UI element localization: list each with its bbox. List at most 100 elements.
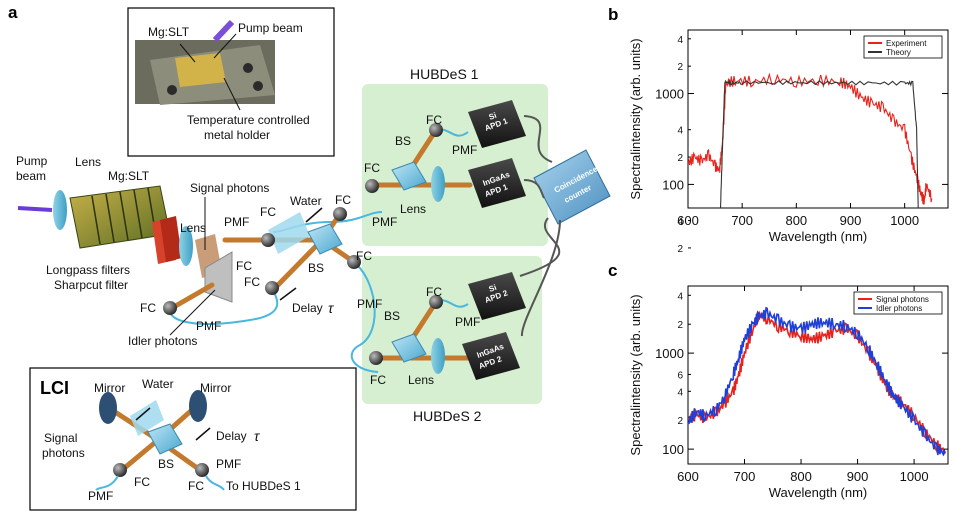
delay-arrow xyxy=(279,287,297,301)
si-apd1-text-1: Si xyxy=(488,111,498,122)
series-line-theory xyxy=(719,79,919,208)
x-tick-label: 800 xyxy=(790,469,812,484)
y-minor-tick-label: 4 xyxy=(677,217,683,228)
fc-collimators-main xyxy=(163,207,361,315)
lci-beamsplitter xyxy=(147,423,183,455)
hubdes1-components xyxy=(365,123,445,202)
y-minor-tick-label: 4 xyxy=(677,291,683,302)
series-line-experiment xyxy=(688,72,933,205)
lci-signal-label-2: photons xyxy=(42,446,85,460)
inset-photo: Mg:SLT Pump beam Temperature controlled … xyxy=(127,7,335,157)
plot-frame xyxy=(687,285,949,465)
lci-inset: LCI Mirror Water Mirror Signal photons B… xyxy=(29,367,357,511)
y-minor-tick-label: 4 xyxy=(677,387,683,398)
legend-box xyxy=(853,291,943,315)
water-label: Water xyxy=(290,194,322,208)
signal-photons-label: Signal photons xyxy=(190,181,269,195)
y-minor-tick-label: 2 xyxy=(677,416,683,427)
legend-entry: Experiment xyxy=(886,39,927,48)
ingaas-apd-1: InGaAs APD 1 xyxy=(468,158,526,208)
collimation-lens xyxy=(179,226,193,266)
x-tick-label: 900 xyxy=(840,213,862,228)
lens2-label: Lens xyxy=(180,221,206,235)
lci-mirror-left-label: Mirror xyxy=(94,381,125,395)
y-axis-label: Spectralintensity (arb. units) xyxy=(628,38,643,199)
si-apd2-text-1: Si xyxy=(488,283,498,294)
crystal-label: Mg:SLT xyxy=(108,169,150,183)
legend-box xyxy=(863,35,943,59)
lci-delay-tau: τ xyxy=(254,428,260,444)
pump-beam-photo xyxy=(212,19,235,43)
fc-label-3: FC xyxy=(236,259,252,273)
fc-label-2: FC xyxy=(335,193,351,207)
x-tick-label: 1000 xyxy=(890,213,919,228)
lci-water-label: Water xyxy=(142,377,174,391)
delay-label: Delay xyxy=(292,301,323,315)
pmf-label-3: PMF xyxy=(357,297,382,311)
y-minor-tick-label: 2 xyxy=(677,320,683,331)
inset-crystal-label: Mg:SLT xyxy=(148,25,190,39)
plot-frame xyxy=(687,29,949,209)
pump-beam xyxy=(17,206,53,212)
crystal-photo xyxy=(175,53,226,87)
lci-mirror-left xyxy=(99,392,117,424)
y-minor-tick-label: 2 xyxy=(677,244,683,255)
coincidence-counter: Coincidence counter xyxy=(533,149,611,225)
y-minor-tick-label: 4 xyxy=(677,126,683,137)
lci-title: LCI xyxy=(40,378,69,398)
lci-signal-label-1: Signal xyxy=(44,431,77,445)
series-line-idler-photons xyxy=(688,306,946,457)
bs-label-main: BS xyxy=(308,261,324,275)
x-tick-label: 1000 xyxy=(900,469,929,484)
pmf-h2-label: PMF xyxy=(455,315,480,329)
fc-h2-a-label: FC xyxy=(370,373,386,387)
lens-h2-label: Lens xyxy=(408,373,434,387)
inset-holder-label-1: Temperature controlled xyxy=(187,113,310,127)
y-minor-tick-label: 2 xyxy=(677,62,683,73)
delay-tau: τ xyxy=(328,300,334,316)
lci-mirror-right-label: Mirror xyxy=(200,381,231,395)
lci-fc-left-label: FC xyxy=(134,475,150,489)
lci-mirror-right xyxy=(189,390,207,422)
main-beamsplitter xyxy=(307,223,343,255)
lci-fc-right-label: FC xyxy=(188,479,204,493)
fc-label-1: FC xyxy=(260,205,276,219)
inset-pump-label: Pump beam xyxy=(238,21,303,35)
x-axis-label: Wavelength (nm) xyxy=(769,485,868,500)
fc-h1-a-label: FC xyxy=(364,161,380,175)
signal-cables xyxy=(519,115,561,337)
hubdes1-label: HUBDeS 1 xyxy=(410,66,479,82)
y-minor-tick-label: 4 xyxy=(677,35,683,46)
fc-label-5: FC xyxy=(356,249,372,263)
hubdes2-label: HUBDeS 2 xyxy=(413,408,482,424)
x-axis-label: Wavelength (nm) xyxy=(769,229,868,244)
x-tick-label: 600 xyxy=(677,469,699,484)
panel-label-b: b xyxy=(608,5,618,24)
legend-entry: Signal photons xyxy=(876,295,929,304)
fc-label-4: FC xyxy=(244,275,260,289)
dichroic-mirror xyxy=(204,251,233,303)
lci-pmf-left-label: PMF xyxy=(88,489,113,503)
hubdes2-components xyxy=(369,295,445,374)
y-tick-label: 1000 xyxy=(655,87,684,102)
lci-pmf-right-label: PMF xyxy=(216,457,241,471)
y-minor-tick-label: 2 xyxy=(677,153,683,164)
panel-label-a: a xyxy=(8,3,18,22)
si-apd-2: Si APD 2 xyxy=(468,272,526,320)
fc-h2-b-label: FC xyxy=(426,285,442,299)
y-axis-label: Spectralintensity (arb. units) xyxy=(628,294,643,455)
y-minor-tick-label: 6 xyxy=(677,370,683,381)
sharpcut-label: Sharpcut filter xyxy=(54,278,128,292)
pump-lens xyxy=(53,190,67,230)
fc-h1-b-label: FC xyxy=(426,113,442,127)
series-line-signal-photons xyxy=(688,310,946,457)
bs-h1-label: BS xyxy=(395,134,411,148)
lens-label: Lens xyxy=(75,155,101,169)
x-tick-label: 700 xyxy=(731,213,753,228)
lci-bs-label: BS xyxy=(158,457,174,471)
fc-label-6: FC xyxy=(140,301,156,315)
bs-h2-label: BS xyxy=(384,309,400,323)
